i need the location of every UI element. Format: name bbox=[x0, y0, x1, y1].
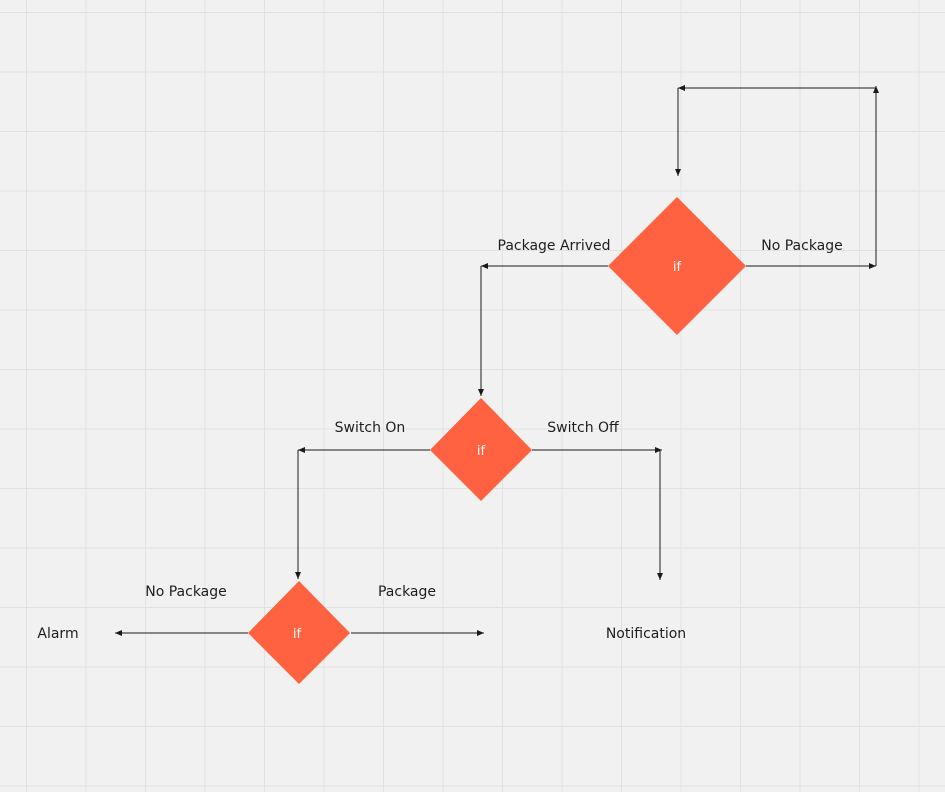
edge-label-no-package-alarm: No Package bbox=[145, 584, 227, 600]
edge-label-package-arrived: Package Arrived bbox=[498, 238, 611, 254]
outcome-alarm[interactable]: Alarm bbox=[37, 626, 78, 642]
decision-switch-check-label: if bbox=[477, 444, 486, 459]
outcome-notification[interactable]: Notification bbox=[606, 626, 686, 642]
edge-label-switch-off: Switch Off bbox=[547, 420, 619, 436]
decision-package-check[interactable]: if bbox=[608, 197, 746, 335]
edge-label-no-package-loop: No Package bbox=[761, 238, 843, 254]
decision-package-check-label: if bbox=[673, 260, 682, 275]
decision-final-check-label: if bbox=[293, 627, 302, 642]
edge-label-package-forward: Package bbox=[378, 584, 436, 600]
decision-final-check[interactable]: if bbox=[248, 581, 350, 684]
decision-switch-check[interactable]: if bbox=[430, 398, 532, 501]
edge-label-switch-on: Switch On bbox=[335, 420, 406, 436]
